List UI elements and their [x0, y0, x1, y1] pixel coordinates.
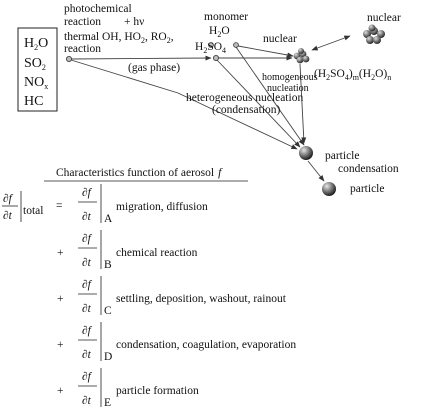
- term-subscript: D: [104, 351, 112, 363]
- arrow-nuclear-to-particle: [299, 63, 307, 144]
- equation-plus: +: [57, 293, 64, 305]
- term-description: settling, deposition, washout, rainout: [116, 293, 287, 305]
- lhs-numerator: ∂f: [3, 193, 14, 205]
- term-numerator: ∂f: [82, 279, 93, 291]
- arrow-nuclear-exchange: [311, 35, 351, 51]
- term-description: chemical reaction: [116, 247, 198, 259]
- h2so4-node: [212, 55, 219, 62]
- particle-sphere-2: [322, 182, 336, 196]
- term-subscript: B: [104, 259, 112, 271]
- line-gas-to-hetero: [70, 59, 179, 94]
- term-denominator: ∂t: [82, 395, 92, 407]
- equation-equals: =: [56, 200, 63, 212]
- label-homogeneous: homogeneous: [262, 72, 318, 83]
- label-nuclear-left: nuclear: [263, 33, 297, 45]
- term-numerator: ∂f: [82, 233, 93, 245]
- species-box: [17, 27, 58, 112]
- label-hv: + hν: [124, 16, 144, 28]
- label-condensation: condensation: [338, 163, 399, 175]
- label-thermal: thermal OH, HO2, RO2,: [64, 31, 174, 45]
- lhs-denominator: ∂t: [3, 210, 13, 222]
- label-monomer-h2o: H2O: [209, 25, 230, 39]
- nuclear-cluster-large: [363, 24, 385, 44]
- arrow-monomer-to-particle: [235, 46, 305, 146]
- equation-lhs: ∂f ∂t total: [2, 191, 43, 222]
- label-photochemical: photochemical: [64, 3, 132, 15]
- term-denominator: ∂t: [82, 349, 92, 361]
- arrow-h2so4-to-particle: [216, 59, 301, 148]
- term-subscript: A: [104, 213, 113, 225]
- term-numerator: ∂f: [82, 325, 93, 337]
- term-numerator: ∂f: [82, 187, 93, 199]
- h2o-node: [208, 42, 214, 48]
- term-subscript: E: [104, 397, 111, 409]
- term-description: condensation, coagulation, evaporation: [116, 339, 296, 351]
- term-denominator: ∂t: [82, 303, 92, 315]
- label-heterogeneous: heterogeneous nucleation: [186, 92, 303, 104]
- label-condensation-paren: (condensation): [212, 104, 281, 116]
- arrow-particle-growth: [307, 160, 325, 182]
- term-description: migration, diffusion: [116, 201, 208, 213]
- monomer-node: [233, 42, 239, 48]
- species-h2o: H2O: [24, 36, 48, 52]
- equation-plus: +: [57, 247, 64, 259]
- label-nucleation: nucleation: [267, 83, 309, 94]
- term-denominator: ∂t: [82, 211, 92, 223]
- term-numerator: ∂f: [82, 371, 93, 383]
- term-denominator: ∂t: [82, 257, 92, 269]
- label-particle-1: particle: [325, 150, 359, 162]
- label-nuclear-right: nuclear: [367, 12, 401, 24]
- label-particle-2: particle: [350, 183, 384, 195]
- lhs-subscript: total: [23, 205, 43, 217]
- equation-plus: +: [57, 385, 64, 397]
- source-node: [66, 56, 73, 63]
- label-h2so4: H2SO4: [195, 41, 226, 55]
- label-gas-phase: (gas phase): [128, 62, 180, 74]
- label-reaction2: reaction: [64, 43, 101, 55]
- arrow-hetero-to-particle: [177, 92, 298, 150]
- term-subscript: C: [104, 305, 112, 317]
- particle-sphere-1: [299, 146, 313, 160]
- arrow-gas-to-h2so4: [70, 55, 212, 61]
- label-reaction: reaction: [64, 16, 101, 28]
- species-hc: HC: [24, 94, 43, 109]
- arrow-monomer-to-nuclear: [237, 45, 294, 58]
- species-so2: SO2: [24, 56, 46, 72]
- species-nox: NOx: [24, 75, 48, 91]
- equation-plus: +: [57, 339, 64, 351]
- label-monomer: monomer: [204, 11, 248, 23]
- nuclear-cluster-small: [293, 48, 310, 64]
- label-cluster-formula: (H2SO4)m(H2O)n: [314, 68, 391, 82]
- term-description: particle formation: [116, 385, 199, 397]
